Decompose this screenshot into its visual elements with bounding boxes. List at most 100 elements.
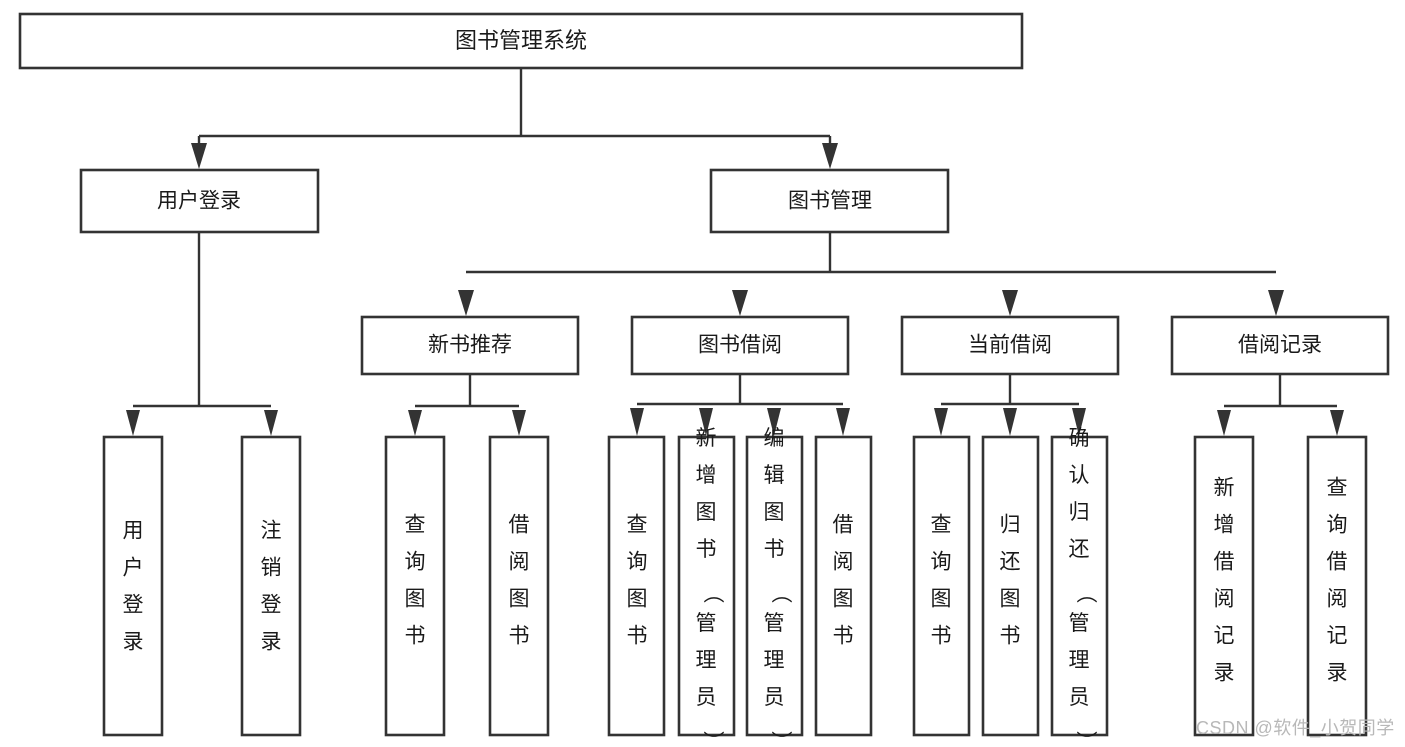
leaf-logout-box (240, 435, 302, 737)
leaf-label-char: （ (701, 583, 724, 604)
arrowhead-current-borrow-leaf-3 (1072, 408, 1086, 436)
leaf-label-char: 管 (696, 612, 717, 635)
leaf-label-char: 阅 (509, 551, 530, 574)
leaf-label-char: 认 (1069, 464, 1090, 487)
node-current-borrow[interactable]: 当前借阅 (900, 315, 1120, 376)
leaf-label-char: 借 (1214, 551, 1235, 574)
leaf-label-char: 员 (1069, 686, 1090, 709)
node-borrow-record-box (1170, 315, 1390, 376)
leaf-label-char: 新 (1214, 477, 1235, 500)
leaf-node-user-login[interactable]: 用户登录 (102, 435, 164, 737)
node-book-management[interactable]: 图书管理 (709, 168, 950, 234)
leaf-add-book-admin-box (677, 435, 736, 737)
node-borrow-record-label: 借阅记录 (1238, 334, 1322, 357)
node-user-login[interactable]: 用户登录 (79, 168, 320, 234)
leaf-label-char: 注 (261, 520, 282, 543)
leaf-label-char: 图 (764, 501, 785, 524)
leaf-label-char: 归 (1000, 514, 1021, 537)
leaf-label-char: 还 (1000, 551, 1021, 574)
leaf-label-char: 录 (1214, 662, 1235, 685)
leaf-label-char: 书 (696, 538, 717, 561)
leaf-label-char: 查 (627, 514, 648, 537)
leaf-label-char: 借 (1327, 551, 1348, 574)
leaf-label-char: 新 (696, 427, 717, 450)
node-borrow-record[interactable]: 借阅记录 (1170, 315, 1390, 376)
leaf-label-char: 管 (764, 612, 785, 635)
node-new-book-recommend-box (360, 315, 580, 376)
leaf-label-char: 理 (764, 649, 785, 672)
node-root-book-management-system[interactable]: 图书管理系统 (18, 12, 1024, 70)
arrowhead-borrow-record-leaf-1 (1217, 410, 1231, 436)
arrowhead-to-borrow-record (1268, 290, 1284, 316)
leaf-label-char: 查 (405, 514, 426, 537)
node-book-management-label: 图书管理 (788, 190, 872, 213)
arrowhead-new-book-rec-leaf-1 (408, 410, 422, 436)
node-book-borrow[interactable]: 图书借阅 (630, 315, 850, 376)
leaf-user-login-label: 用户登录 (123, 520, 144, 654)
node-current-borrow-box (900, 315, 1120, 376)
leaf-label-char: 记 (1327, 625, 1348, 648)
leaf-label-char: 登 (123, 594, 144, 617)
leaf-borrow-book-box (814, 435, 873, 737)
arrowhead-to-new-book-rec (458, 290, 474, 316)
leaf-label-char: 图 (696, 501, 717, 524)
arrowhead-book-borrow-leaf-3 (767, 408, 781, 436)
leaf-label-char: 增 (696, 464, 717, 487)
leaf-label-char: 书 (931, 625, 952, 648)
arrowhead-to-book-borrow (732, 290, 748, 316)
leaf-confirm-return-admin-box (1050, 435, 1109, 737)
leaf-label-char: 询 (405, 551, 426, 574)
leaf-label-char: 阅 (833, 551, 854, 574)
arrowhead-new-book-rec-leaf-2 (512, 410, 526, 436)
leaf-label-char: 增 (1214, 514, 1235, 537)
arrowhead-user-login-leaf-1 (126, 410, 140, 436)
leaf-label-char: 查 (931, 514, 952, 537)
leaf-label-char: 阅 (1327, 588, 1348, 611)
node-book-borrow-box (630, 315, 850, 376)
leaf-label-char: 询 (627, 551, 648, 574)
arrowhead-root-to-user-login (191, 143, 207, 169)
leaf-query-borrow-record-box (1306, 435, 1368, 737)
leaf-add-borrow-record-box (1193, 435, 1255, 737)
leaf-label-char: 记 (1214, 625, 1235, 648)
leaf-label-char: 理 (696, 649, 717, 672)
node-new-book-recommend[interactable]: 新书推荐 (360, 315, 580, 376)
leaf-label-char: 书 (509, 625, 530, 648)
leaf-label-char: 员 (764, 686, 785, 709)
leaf-label-char: 还 (1069, 538, 1090, 561)
arrowhead-current-borrow-leaf-2 (1003, 408, 1017, 436)
leaf-label-char: 辑 (764, 464, 785, 487)
leaf-user-login-box (102, 435, 164, 737)
arrowhead-borrow-record-leaf-2 (1330, 410, 1344, 436)
leaf-label-char: 户 (123, 557, 144, 580)
node-root-box (18, 12, 1024, 70)
leaf-label-char: 归 (1069, 501, 1090, 524)
leaf-label-char: 图 (627, 588, 648, 611)
leaf-label-char: 确 (1069, 427, 1090, 450)
leaf-label-char: 图 (509, 588, 530, 611)
leaf-label-char: 书 (764, 538, 785, 561)
leaf-label-char: 图 (1000, 588, 1021, 611)
connector-group (126, 68, 1344, 436)
node-root-label: 图书管理系统 (455, 28, 587, 53)
